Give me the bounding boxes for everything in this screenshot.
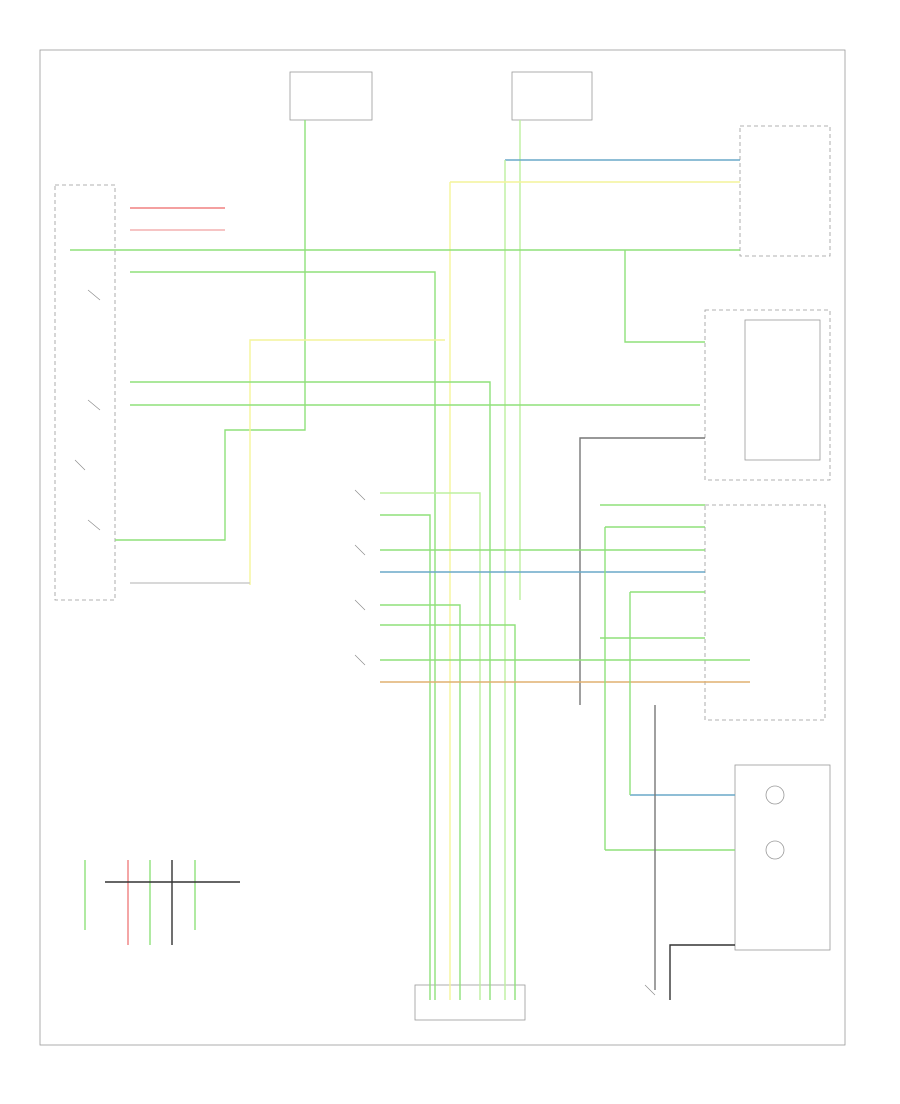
- contact-2: [87, 399, 101, 411]
- wire-mid-6: [380, 624, 516, 1000]
- wire-green-to-module: [624, 250, 705, 343]
- turn-switch-box: [739, 125, 831, 257]
- contact-8: [354, 654, 366, 666]
- lamp-left-symbol: [765, 785, 785, 805]
- diagram-border: [39, 49, 846, 1046]
- combination-lamp-box: [704, 504, 826, 721]
- turn-module-inner: [744, 319, 821, 461]
- wire-gray-1: [579, 437, 705, 705]
- contact-4: [87, 519, 101, 531]
- fuse-box-left: [289, 71, 373, 121]
- wire-yellow-left: [249, 339, 445, 585]
- wire-green-switch-2: [130, 381, 491, 1000]
- contact-9: [644, 984, 656, 996]
- contact-1: [87, 289, 101, 301]
- contact-7: [354, 599, 366, 611]
- switch-contacts: [74, 289, 656, 996]
- cruise-switch-box: [54, 184, 116, 601]
- lamp-right-symbol: [765, 840, 785, 860]
- wire-mid-2: [380, 514, 431, 1000]
- contact-6: [354, 544, 366, 556]
- wire-fuse-left-down: [115, 120, 306, 541]
- cruise-module-box: [414, 984, 526, 1021]
- fuse-box-right: [511, 71, 593, 121]
- wire-mid-5: [380, 604, 461, 1000]
- turn-module-box: [704, 309, 831, 481]
- wire-ground-lamp: [669, 944, 735, 1000]
- wire-mid-1: [380, 492, 481, 1000]
- wires: [70, 120, 750, 1000]
- contact-5: [354, 489, 366, 501]
- lamp-assembly-box: [734, 764, 831, 951]
- wire-green-switch-1: [130, 271, 436, 1000]
- contact-3: [74, 459, 86, 471]
